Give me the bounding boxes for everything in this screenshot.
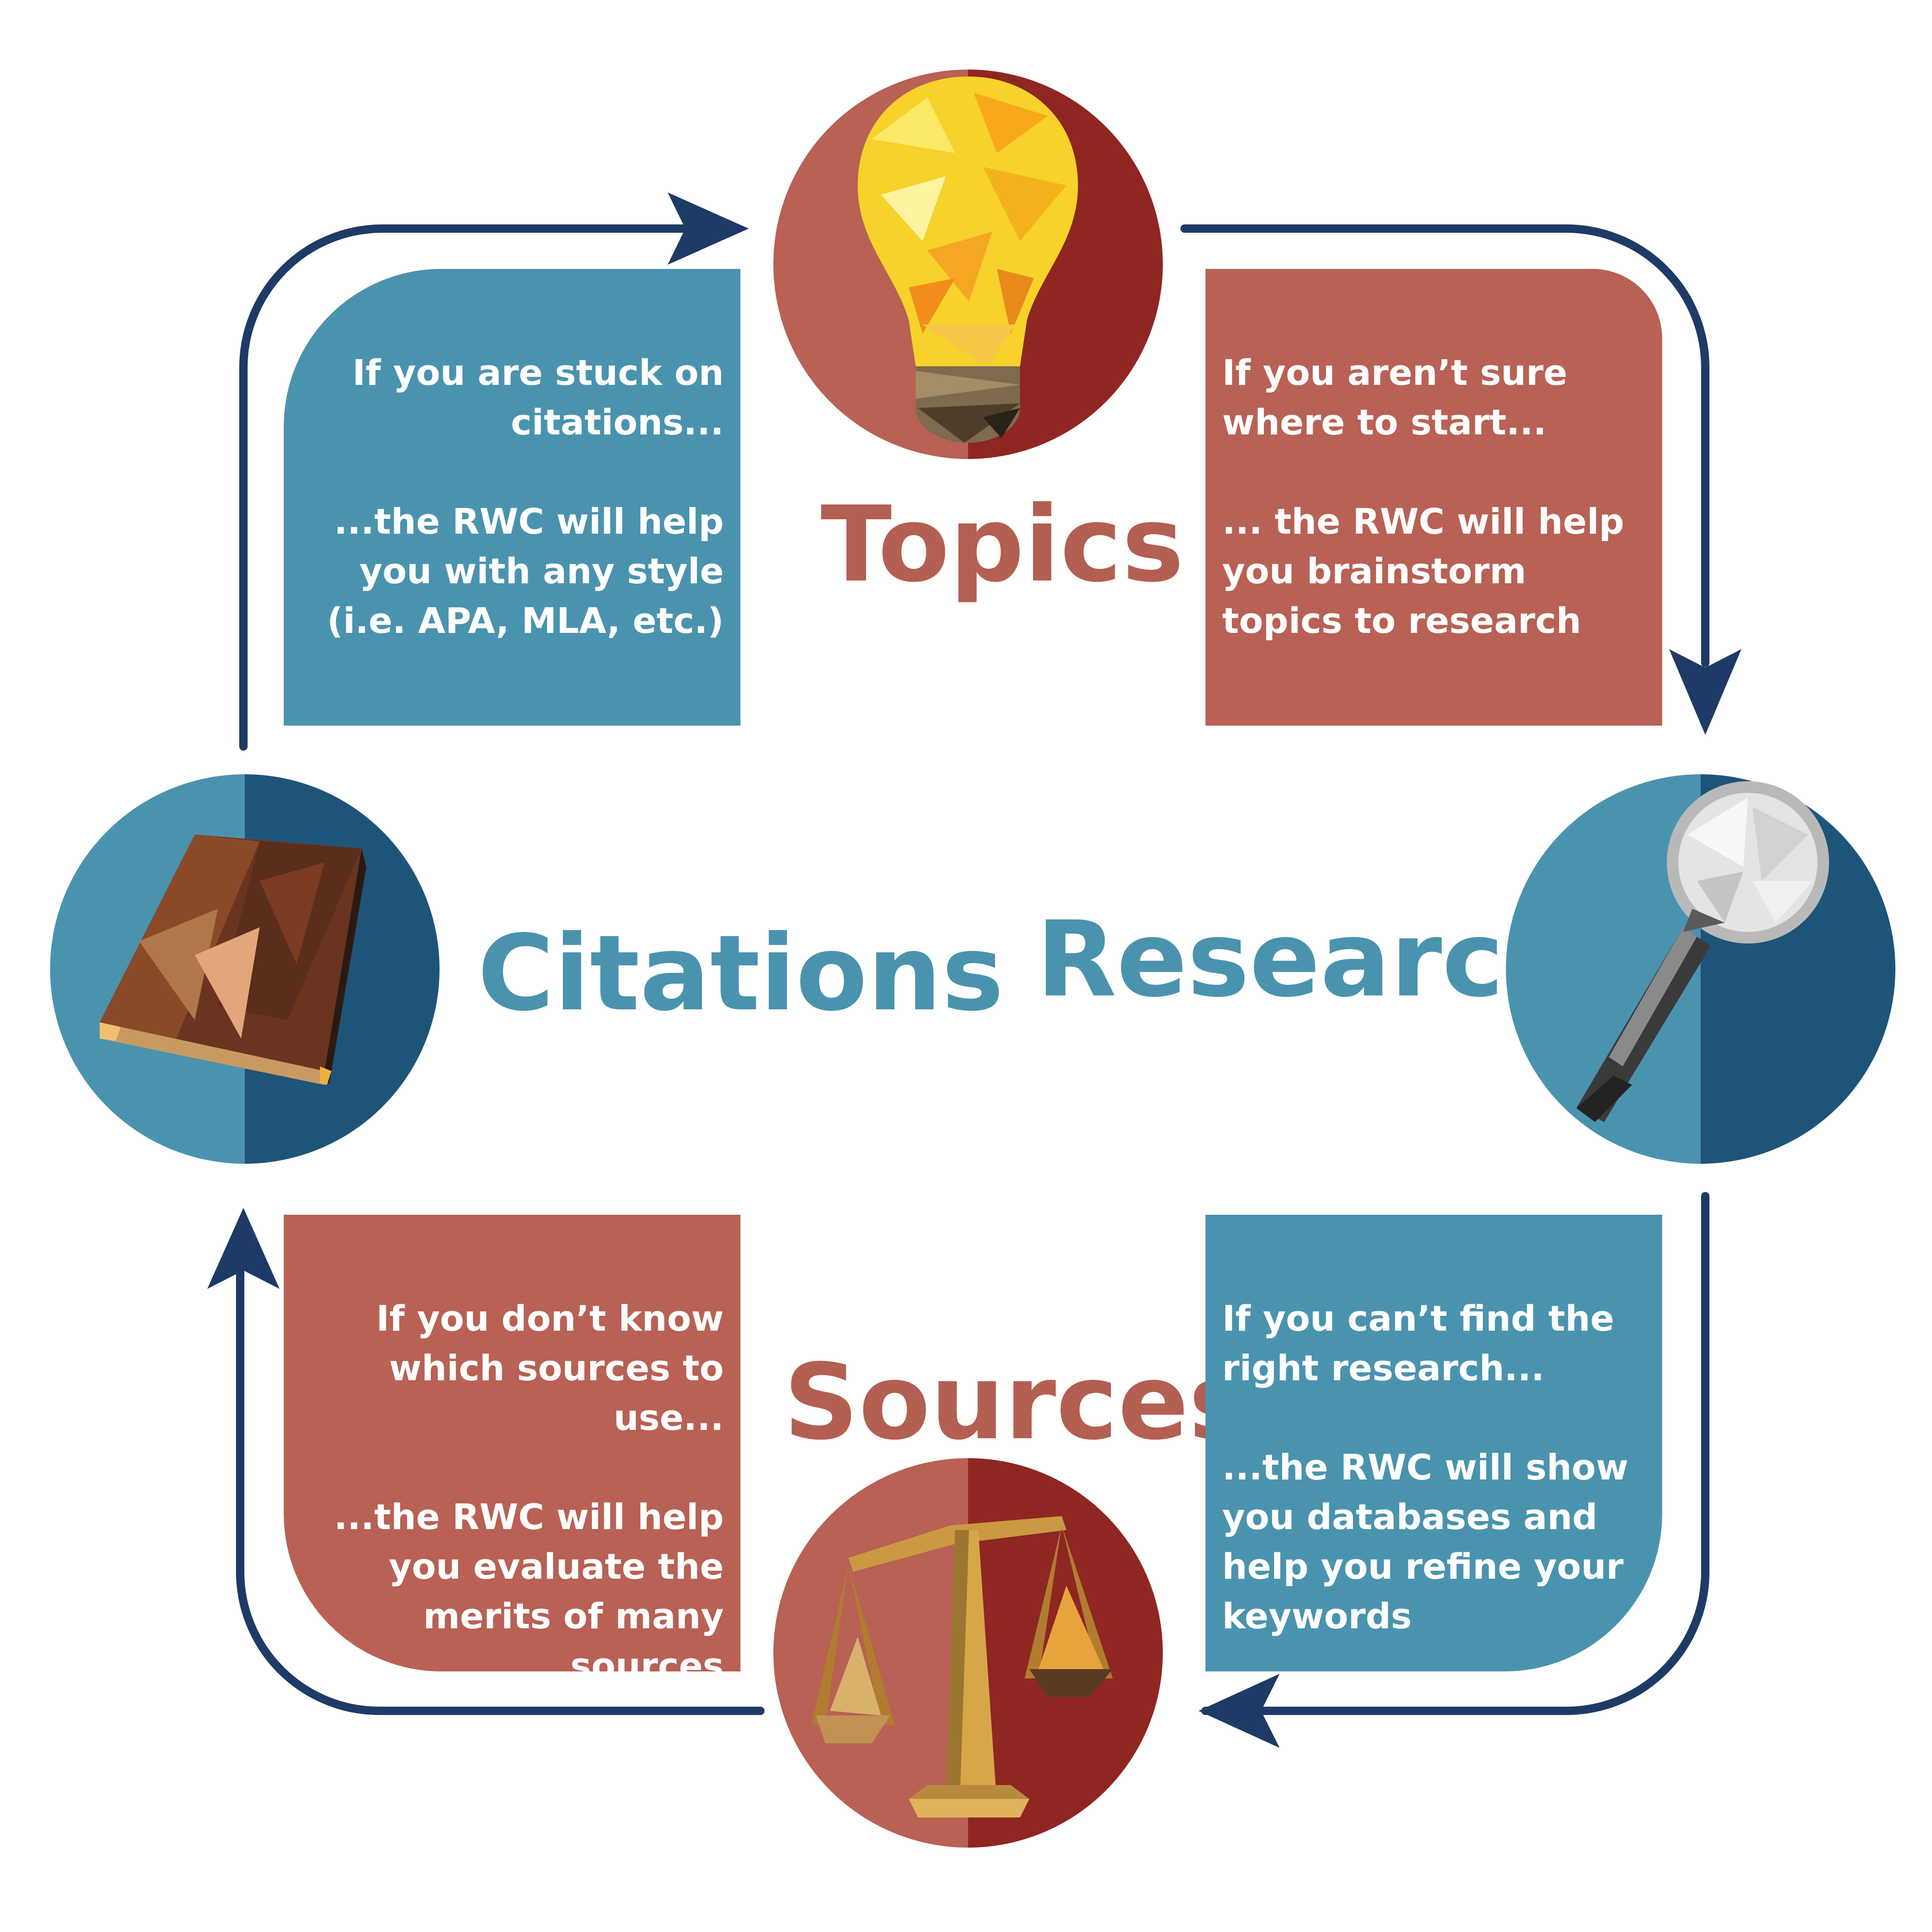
arrowhead-right-top <box>668 192 749 265</box>
citations-circle <box>50 774 440 1164</box>
research-help-text: ...the RWC will show you databases and h… <box>1222 1447 1629 1637</box>
sources-title: Sources <box>784 1342 1251 1463</box>
sources-circle <box>773 1458 1163 1848</box>
sources-help-text: ...the RWC will help you evaluate the me… <box>334 1496 724 1686</box>
citations-title: Citations <box>478 913 1004 1034</box>
magnifying-glass-icon <box>1576 781 1829 1122</box>
topics-info-box: If you aren’t sure where to start... ...… <box>1205 269 1662 726</box>
arrowhead-down-right <box>1669 649 1741 735</box>
cycle-arrows <box>236 224 1709 1715</box>
sources-info-box: If you don’t know which sources to use..… <box>284 1215 740 1686</box>
arrow-citations-to-topics <box>239 224 700 751</box>
citations-prompt-text: If you are stuck on citations... <box>352 352 724 443</box>
sources-prompt-text: If you don’t know which sources to use..… <box>376 1298 724 1438</box>
topics-prompt-text: If you aren’t sure where to start... <box>1222 352 1568 443</box>
arrow-sources-to-citations <box>236 1266 765 1715</box>
lightbulb-icon <box>858 77 1078 443</box>
topics-circle <box>773 70 1163 459</box>
topics-help-text: ... the RWC will help you brainstorm top… <box>1222 501 1625 641</box>
arrow-research-to-sources <box>1201 1192 1709 1715</box>
citations-info-box: If you are stuck on citations... ...the … <box>284 269 740 726</box>
arrowhead-up-left <box>207 1208 280 1289</box>
arrow-topics-to-research <box>1180 224 1709 667</box>
research-info-box: If you can’t find the right research... … <box>1205 1215 1662 1671</box>
citations-help-text: ...the RWC will help you with any style … <box>327 501 724 641</box>
arrowhead-left-bottom <box>1199 1674 1280 1748</box>
research-title: Research <box>1036 899 1578 1020</box>
book-icon <box>100 835 366 1085</box>
research-prompt-text: If you can’t find the right research... <box>1222 1298 1614 1389</box>
arrowheads <box>207 192 1741 1748</box>
scales-icon <box>811 1516 1113 1817</box>
topics-title: Topics <box>821 484 1184 606</box>
